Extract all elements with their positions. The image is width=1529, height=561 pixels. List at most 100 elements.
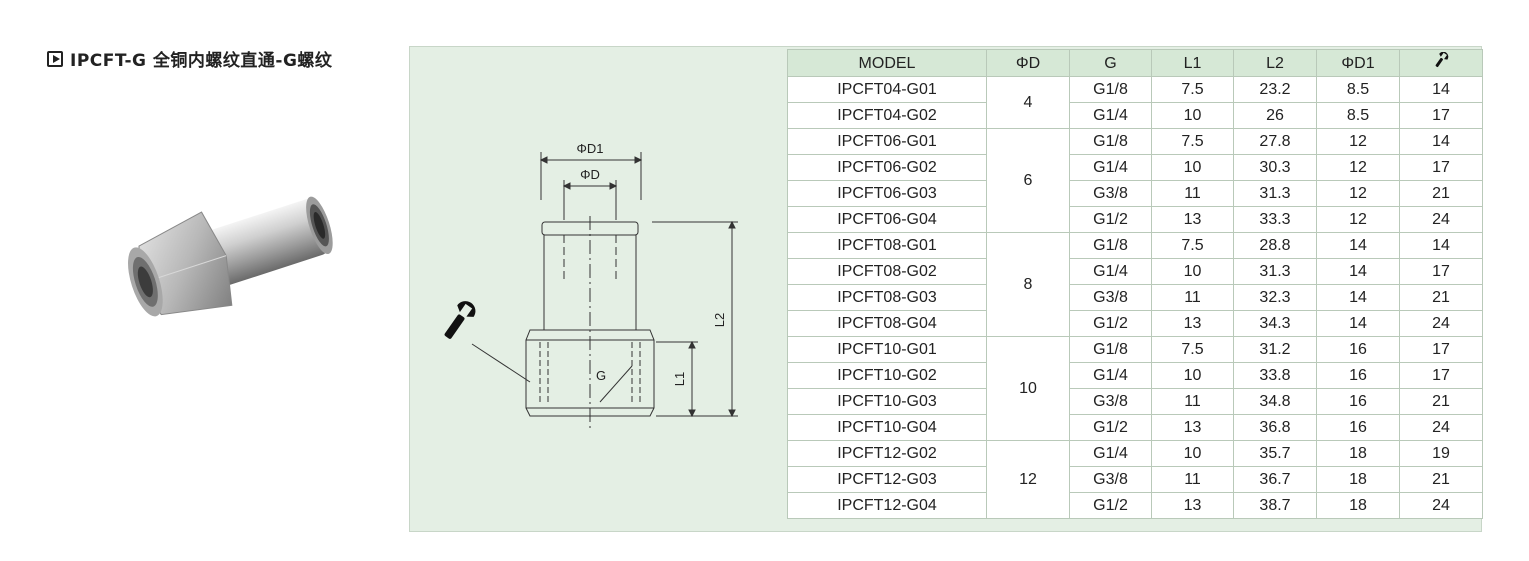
value-cell: 17: [1399, 336, 1483, 363]
value-cell: 16: [1316, 414, 1400, 441]
col-l1: L1: [1151, 49, 1234, 77]
value-cell: 27.8: [1233, 128, 1317, 155]
value-cell: 21: [1399, 180, 1483, 207]
value-cell: 36.7: [1233, 466, 1317, 493]
model-cell: IPCFT10-G02: [787, 362, 987, 389]
fitting-photo: [128, 196, 333, 317]
value-cell: 13: [1151, 206, 1234, 233]
value-cell: G1/8: [1069, 128, 1152, 155]
model-cell: IPCFT12-G03: [787, 466, 987, 493]
value-cell: G3/8: [1069, 466, 1152, 493]
value-cell: G1/2: [1069, 206, 1152, 233]
value-cell: 10: [1151, 102, 1234, 129]
d-cell: 8: [986, 232, 1070, 337]
value-cell: G1/8: [1069, 76, 1152, 103]
value-cell: G3/8: [1069, 284, 1152, 311]
value-cell: G1/4: [1069, 440, 1152, 467]
value-cell: 10: [1151, 362, 1234, 389]
value-cell: 10: [1151, 258, 1234, 285]
wrench-icon: [1435, 51, 1449, 67]
col-model: MODEL: [787, 49, 987, 77]
play-icon: [47, 50, 63, 67]
l1-label: L1: [672, 372, 687, 386]
value-cell: 36.8: [1233, 414, 1317, 441]
model-cell: IPCFT12-G04: [787, 492, 987, 519]
value-cell: 12: [1316, 206, 1400, 233]
value-cell: 11: [1151, 388, 1234, 415]
value-cell: 14: [1316, 310, 1400, 337]
value-cell: G1/2: [1069, 492, 1152, 519]
model-cell: IPCFT08-G01: [787, 232, 987, 259]
value-cell: 10: [1151, 154, 1234, 181]
value-cell: 10: [1151, 440, 1234, 467]
value-cell: 21: [1399, 284, 1483, 311]
d-label: ΦD: [580, 167, 600, 182]
d-cell: 6: [986, 128, 1070, 233]
value-cell: G3/8: [1069, 388, 1152, 415]
value-cell: 33.8: [1233, 362, 1317, 389]
value-cell: 7.5: [1151, 128, 1234, 155]
section-heading: IPCFT-G 全铜内螺纹直通-G螺纹: [47, 46, 332, 71]
value-cell: 34.3: [1233, 310, 1317, 337]
col-l2: L2: [1233, 49, 1317, 77]
value-cell: 31.3: [1233, 258, 1317, 285]
section-title: IPCFT-G 全铜内螺纹直通-G螺纹: [70, 51, 333, 71]
value-cell: 24: [1399, 310, 1483, 337]
value-cell: 24: [1399, 414, 1483, 441]
value-cell: G1/4: [1069, 102, 1152, 129]
value-cell: 7.5: [1151, 76, 1234, 103]
value-cell: 8.5: [1316, 102, 1400, 129]
value-cell: 31.3: [1233, 180, 1317, 207]
value-cell: 8.5: [1316, 76, 1400, 103]
model-cell: IPCFT08-G03: [787, 284, 987, 311]
value-cell: 30.3: [1233, 154, 1317, 181]
value-cell: 18: [1316, 466, 1400, 493]
value-cell: G1/4: [1069, 258, 1152, 285]
value-cell: G3/8: [1069, 180, 1152, 207]
value-cell: G1/8: [1069, 232, 1152, 259]
value-cell: 35.7: [1233, 440, 1317, 467]
value-cell: 13: [1151, 414, 1234, 441]
col-g: G: [1069, 49, 1152, 77]
value-cell: G1/4: [1069, 362, 1152, 389]
model-cell: IPCFT06-G03: [787, 180, 987, 207]
value-cell: 17: [1399, 362, 1483, 389]
value-cell: 14: [1316, 258, 1400, 285]
value-cell: 13: [1151, 310, 1234, 337]
value-cell: 19: [1399, 440, 1483, 467]
col-wrench: [1399, 49, 1483, 77]
value-cell: 16: [1316, 388, 1400, 415]
value-cell: 23.2: [1233, 76, 1317, 103]
d1-label: ΦD1: [577, 141, 604, 156]
l2-label: L2: [712, 313, 727, 327]
model-cell: IPCFT04-G01: [787, 76, 987, 103]
model-cell: IPCFT08-G04: [787, 310, 987, 337]
col-d1: ΦD1: [1316, 49, 1400, 77]
value-cell: 32.3: [1233, 284, 1317, 311]
wrench-icon: [444, 301, 476, 339]
value-cell: G1/8: [1069, 336, 1152, 363]
model-cell: IPCFT06-G02: [787, 154, 987, 181]
value-cell: 31.2: [1233, 336, 1317, 363]
value-cell: 28.8: [1233, 232, 1317, 259]
model-cell: IPCFT12-G02: [787, 440, 987, 467]
value-cell: 11: [1151, 284, 1234, 311]
value-cell: 16: [1316, 336, 1400, 363]
table-header-row: MODEL ΦD G L1 L2 ΦD1: [787, 49, 1483, 77]
value-cell: 34.8: [1233, 388, 1317, 415]
value-cell: 24: [1399, 492, 1483, 519]
value-cell: 24: [1399, 206, 1483, 233]
value-cell: 16: [1316, 362, 1400, 389]
value-cell: 17: [1399, 154, 1483, 181]
value-cell: 18: [1316, 440, 1400, 467]
